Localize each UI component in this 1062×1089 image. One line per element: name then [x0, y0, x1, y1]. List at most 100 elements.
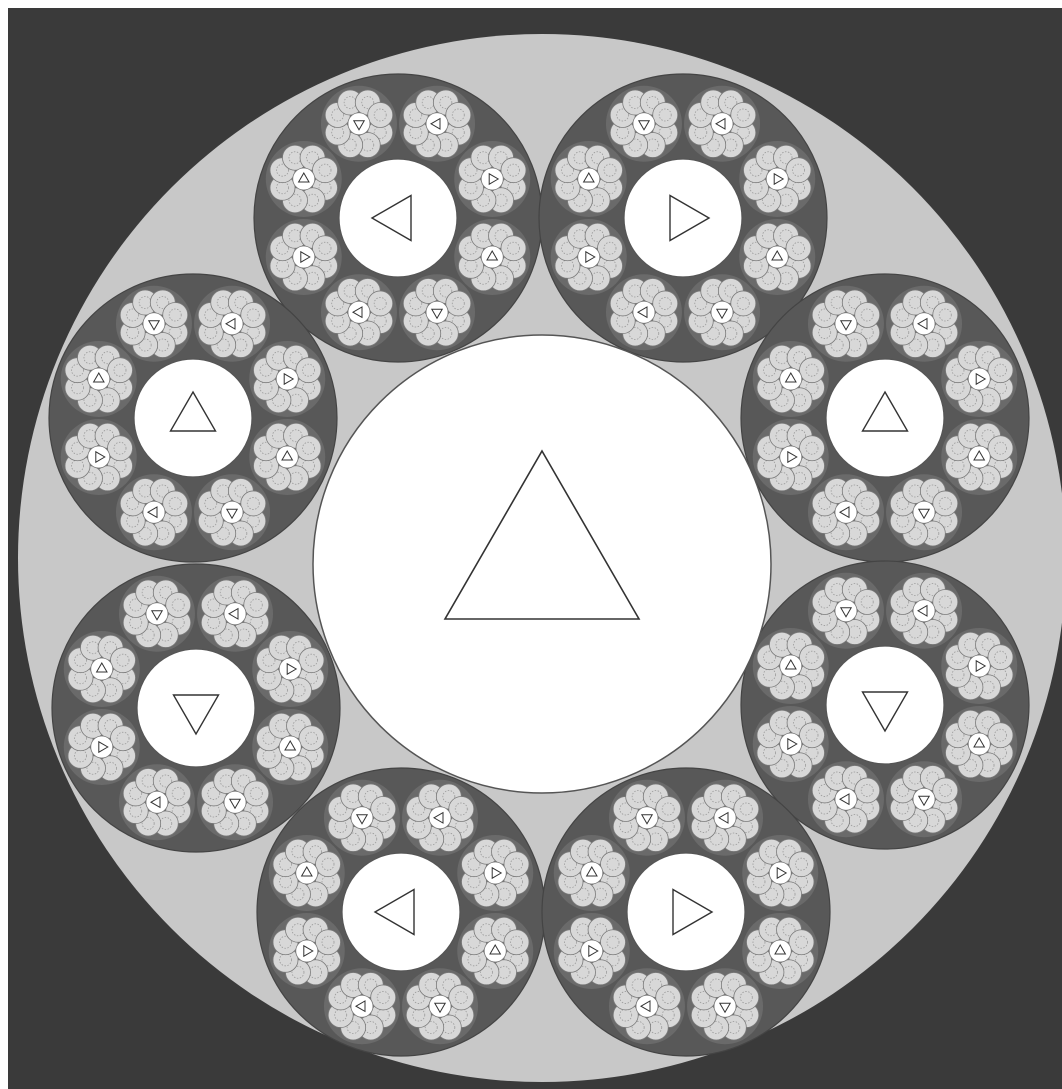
seed-cell: [656, 985, 681, 1010]
seed-cell: [313, 158, 338, 183]
seed-cell: [244, 592, 269, 617]
satellite-cell: [266, 219, 342, 295]
satellite-cell: [454, 219, 530, 295]
cluster-core: [137, 649, 255, 767]
satellite-core: [296, 862, 318, 884]
seed-cell: [368, 102, 393, 127]
satellite-cell: [194, 474, 270, 550]
seed-cell: [855, 302, 880, 327]
satellite-core: [780, 733, 802, 755]
satellite-cell: [753, 419, 829, 495]
seed-cell: [299, 726, 324, 751]
satellite-cell: [753, 706, 829, 782]
satellite-cell: [119, 576, 195, 652]
satellite-cell: [739, 219, 815, 295]
satellite-core: [146, 603, 168, 625]
satellite-core: [581, 862, 603, 884]
satellite-cell: [194, 286, 270, 362]
satellite-cell: [252, 709, 328, 785]
cluster-upper-left: [49, 274, 337, 562]
satellite-core: [429, 807, 451, 829]
satellite-cell: [399, 86, 475, 162]
satellite-core: [780, 655, 802, 677]
satellite-cell: [606, 86, 682, 162]
satellite-cell: [742, 913, 818, 989]
satellite-cell: [119, 764, 195, 840]
satellite-cell: [269, 913, 345, 989]
satellite-cell: [753, 628, 829, 704]
satellite-core: [429, 995, 451, 1017]
seed-cell: [449, 796, 474, 821]
seed-cell: [166, 781, 191, 806]
cluster-core: [342, 853, 460, 971]
satellite-cell: [886, 286, 962, 362]
satellite-cell: [324, 968, 400, 1044]
satellite-core: [968, 368, 990, 390]
cluster-core: [339, 159, 457, 277]
satellite-cell: [249, 341, 325, 417]
satellite-core: [636, 995, 658, 1017]
satellite-cell: [402, 968, 478, 1044]
seed-cell: [789, 930, 814, 955]
satellite-core: [968, 446, 990, 468]
seed-cell: [800, 645, 825, 670]
seed-cell: [933, 589, 958, 614]
seed-cell: [933, 778, 958, 803]
seed-cell: [786, 236, 811, 261]
seed-cell: [988, 723, 1013, 748]
seed-cell: [371, 985, 396, 1010]
satellite-core: [143, 313, 165, 335]
satellite-core: [578, 246, 600, 268]
satellite-cell: [402, 780, 478, 856]
seed-cell: [166, 592, 191, 617]
satellite-core: [276, 368, 298, 390]
seed-cell: [855, 589, 880, 614]
seed-cell: [449, 985, 474, 1010]
satellite-cell: [808, 573, 884, 649]
cluster-lower-right: [741, 561, 1029, 849]
satellite-cell: [116, 286, 192, 362]
satellite-core: [221, 313, 243, 335]
satellite-core: [835, 313, 857, 335]
satellite-cell: [941, 706, 1017, 782]
satellite-core: [91, 736, 113, 758]
seed-cell: [163, 302, 188, 327]
seed-cell: [731, 291, 756, 316]
satellite-cell: [551, 141, 627, 217]
seed-cell: [108, 358, 133, 383]
seed-cell: [316, 852, 341, 877]
satellite-core: [633, 113, 655, 135]
satellite-core: [351, 995, 373, 1017]
seed-cell: [933, 302, 958, 327]
satellite-core: [143, 501, 165, 523]
satellite-cell: [454, 141, 530, 217]
satellite-cell: [606, 274, 682, 350]
satellite-core: [766, 168, 788, 190]
satellite-cell: [808, 761, 884, 837]
seed-cell: [656, 796, 681, 821]
satellite-core: [276, 446, 298, 468]
seed-cell: [111, 726, 136, 751]
seed-cell: [299, 648, 324, 673]
cluster-core: [826, 646, 944, 764]
seed-cell: [789, 852, 814, 877]
satellite-core: [484, 940, 506, 962]
seed-cell: [371, 796, 396, 821]
seed-cell: [368, 291, 393, 316]
seed-cell: [731, 102, 756, 127]
satellite-core: [88, 446, 110, 468]
satellite-cell: [886, 573, 962, 649]
seed-cell: [446, 102, 471, 127]
satellite-core: [835, 501, 857, 523]
seed-cell: [601, 930, 626, 955]
seed-cell: [734, 985, 759, 1010]
seed-cell: [108, 436, 133, 461]
satellite-cell: [457, 835, 533, 911]
satellite-cell: [687, 780, 763, 856]
satellite-cell: [941, 419, 1017, 495]
satellite-cell: [551, 219, 627, 295]
satellite-cell: [753, 341, 829, 417]
satellite-cell: [609, 780, 685, 856]
satellite-core: [279, 658, 301, 680]
